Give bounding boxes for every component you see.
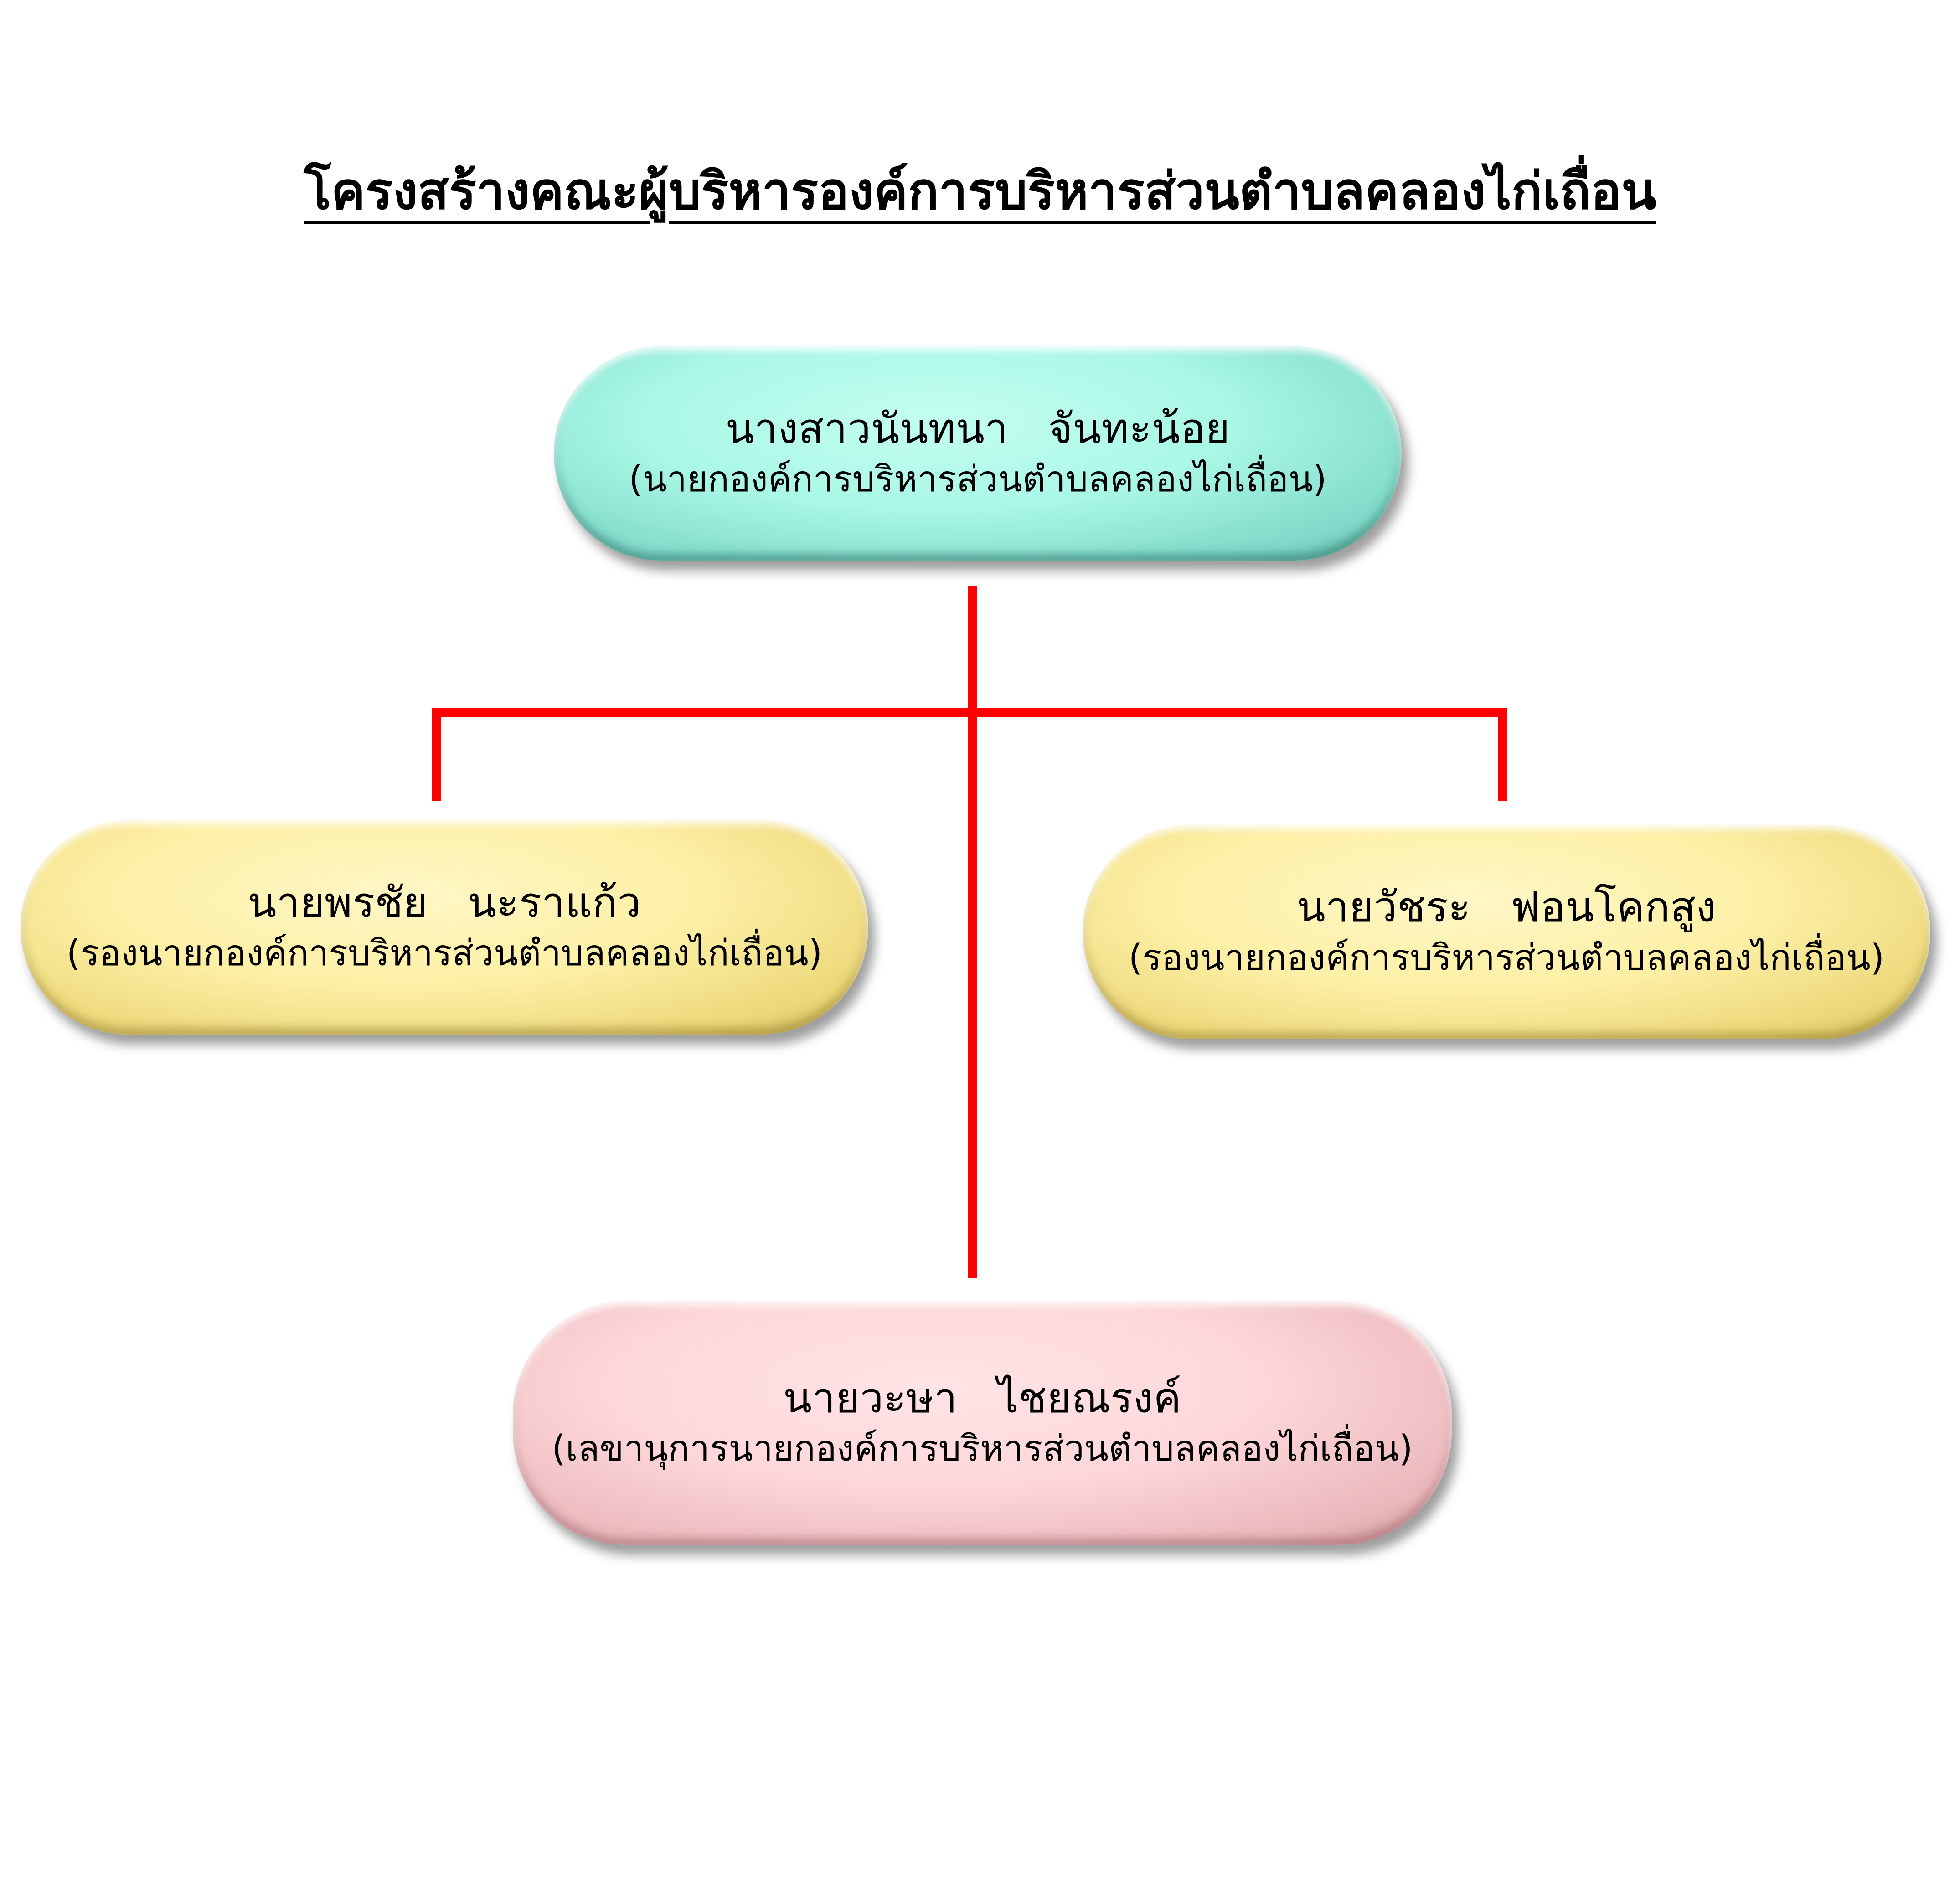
node-deputy-left: นายพรชัย นะราแก้ว (รองนายกองค์การบริหารส… [21,820,868,1035]
chart-title: โครงสร้างคณะผู้บริหารองค์การบริหารส่วนตำ… [304,162,1656,221]
node-deputy-left-name: นายพรชัย นะราแก้ว [248,878,641,927]
connector-trunk [968,586,977,1278]
node-mayor-position: (นายกองค์การบริหารส่วนตำบลคลองไก่เถื่อน) [629,458,1327,500]
node-mayor-name: นางสาวนันทนา จันทะน้อย [725,404,1230,453]
node-mayor: นางสาวนันทนา จันทะน้อย (นายกองค์การบริหา… [554,346,1402,561]
node-deputy-right: นายวัชระ ฟอนโคกสูง (รองนายกองค์การบริหาร… [1083,825,1930,1039]
node-deputy-left-position: (รองนายกองค์การบริหารส่วนตำบลคลองไก่เถื่… [66,932,823,974]
node-deputy-right-position: (รองนายกองค์การบริหารส่วนตำบลคลองไก่เถื่… [1128,937,1885,978]
node-secretary: นายวะษา ไชยณรงค์ (เลขานุการนายกองค์การบร… [513,1301,1452,1545]
node-deputy-right-name: นายวัชระ ฟอนโคกสูง [1296,882,1717,932]
node-secretary-name: นายวะษา ไชยณรงค์ [783,1374,1181,1423]
connector-left-drop [432,708,441,801]
connector-crossbar [432,708,1507,717]
node-secretary-position: (เลขานุการนายกองค์การบริหารส่วนตำบลคลองไ… [552,1428,1413,1470]
connector-right-drop [1498,708,1507,801]
